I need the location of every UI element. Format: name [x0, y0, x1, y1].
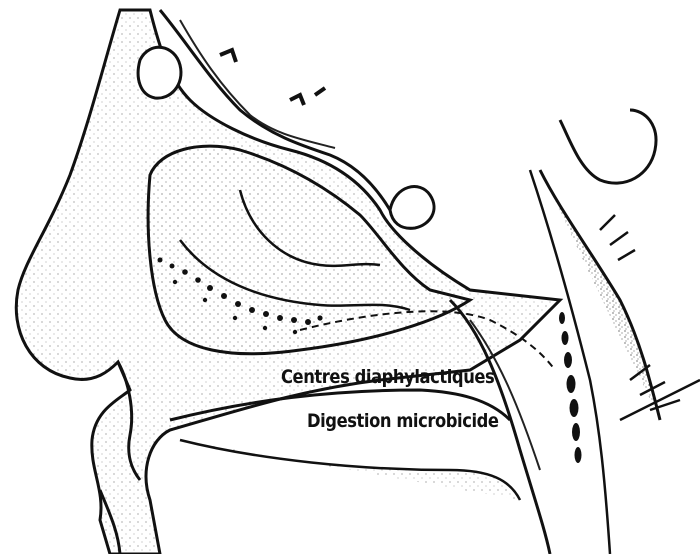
olfactory-branch-1: [220, 50, 325, 105]
sphenoid: [390, 187, 434, 229]
frontal-sinus: [138, 47, 181, 98]
tongue: [180, 440, 520, 500]
label-centres-diaphylactiques: Centres diaphylactiques: [281, 366, 494, 388]
branch-fern-2: [620, 365, 700, 420]
label-digestion-microbicide: Digestion microbicide: [307, 410, 499, 432]
cervical-loop: [560, 110, 656, 183]
cervical-structure: [540, 170, 660, 420]
branch-fern-1: [600, 215, 635, 260]
